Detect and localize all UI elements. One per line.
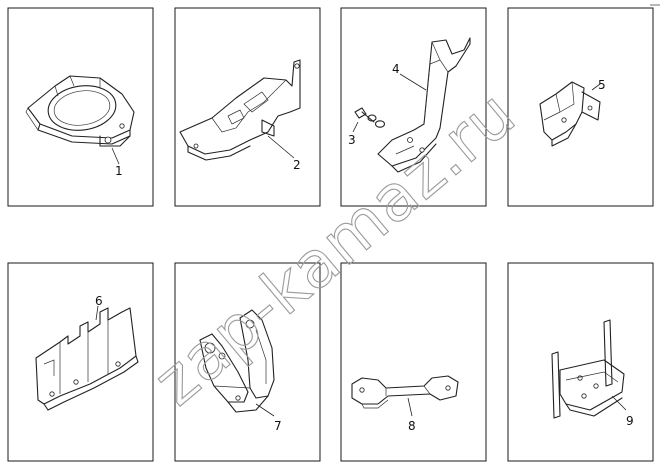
part-8-cross-bar [351,375,459,409]
part-7-link-assembly [199,309,275,413]
panel-1 [7,7,154,207]
callout-8: 8 [408,419,416,433]
part-2-bracket [179,59,301,161]
part-4-mount-bracket [377,37,471,173]
panel-5 [507,7,654,207]
part-5-small-bracket [539,81,601,147]
callout-3: 3 [348,133,356,147]
callout-4: 4 [392,62,400,76]
part-9-frame-bracket [551,319,625,419]
callout-6: 6 [95,294,103,308]
callout-9: 9 [626,414,634,428]
part-3-bolt [354,107,386,128]
part-1-cover-plate [25,75,135,147]
panel-2 [174,7,321,207]
panel-8 [340,262,487,462]
leader-4 [399,73,427,91]
leader-5 [591,83,601,91]
panel-7 [174,262,321,462]
leader-2 [267,135,295,159]
leader-3 [352,121,359,133]
leader-8 [407,397,413,417]
leader-6 [95,305,99,321]
panel-6 [7,262,154,462]
callout-7: 7 [274,419,282,433]
leader-7 [255,403,275,417]
panel-9 [507,262,654,462]
callout-1: 1 [115,164,123,178]
callout-5: 5 [598,78,606,92]
panel-3-4 [340,7,487,207]
leader-9 [611,395,627,411]
leader-1 [111,147,120,165]
part-6-comb-bracket [35,307,139,411]
callout-2: 2 [293,158,301,172]
